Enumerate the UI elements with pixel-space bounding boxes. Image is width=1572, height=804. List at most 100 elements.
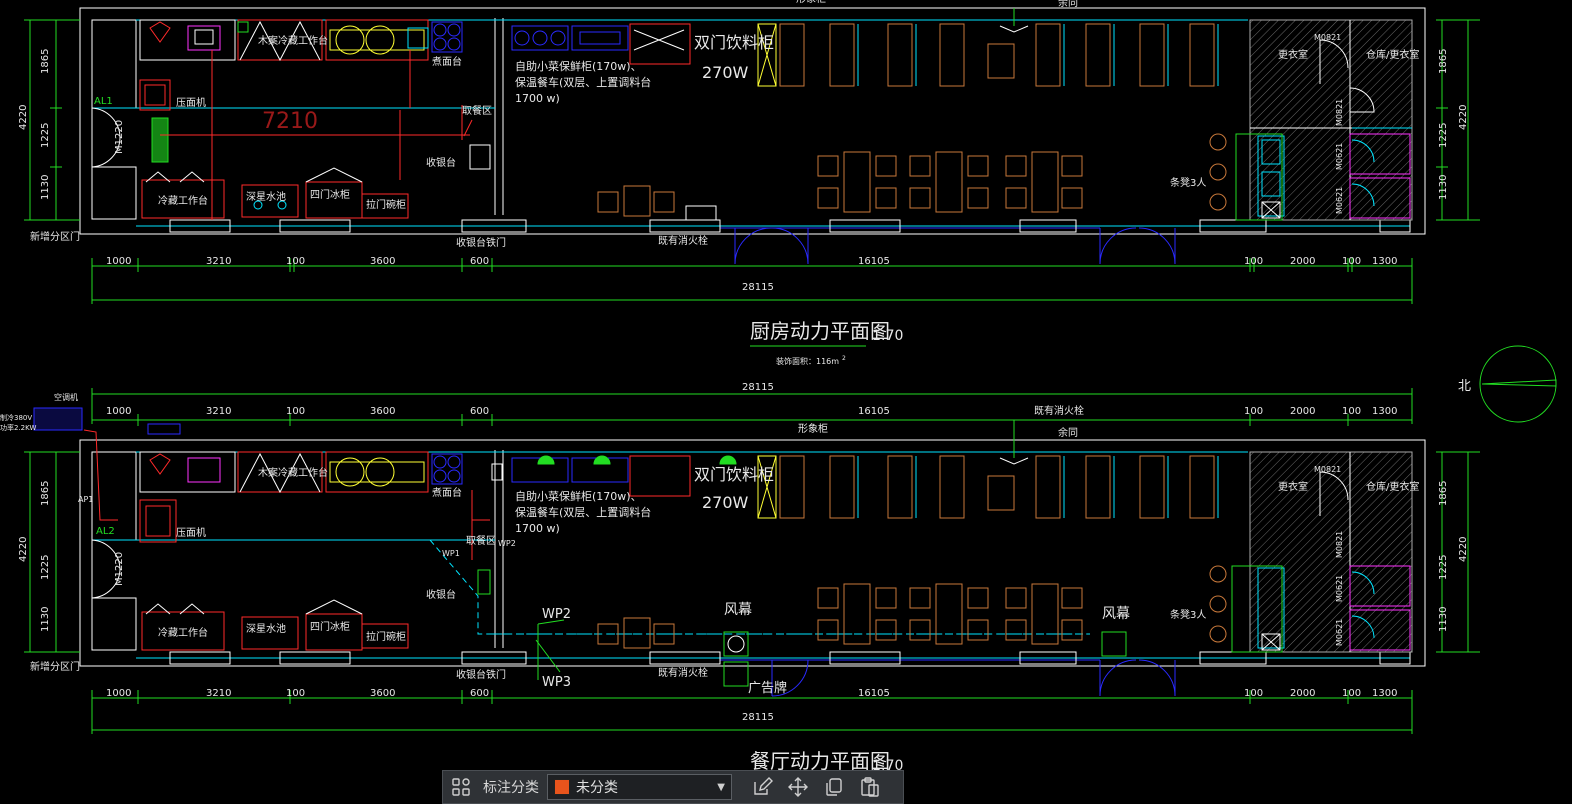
compressor-label: 空调机 [54,392,78,402]
kitchen-dimensions [24,19,1480,304]
dining-m0621a: M0621 [1335,575,1344,602]
door-m1220-label: M1220 [114,120,125,154]
dining-pickup: 取餐区 [466,534,496,547]
dining-warmer-w: 1700 w) [515,522,560,535]
edit-button[interactable] [744,771,780,803]
dining-dim-1865-right: 1865 [1438,481,1449,506]
grid-icon [452,778,470,796]
dining-bdim-3600: 3600 [370,688,395,699]
dining-m1220: M1220 [114,552,125,586]
cashier-label: 收银台 [426,156,456,169]
paste-button[interactable] [852,771,888,803]
dining-storage: 仓库/更衣室 [1366,480,1419,493]
dining-changing: 更衣室 [1278,480,1308,493]
cashier-door-label: 收银台铁门 [456,236,506,249]
dining-sink-wash: 木案冷藏工作台 [258,466,328,479]
dining-bdim-600: 600 [470,688,489,699]
noodle-station-label: 煮面台 [432,55,462,68]
press-label: 压面机 [176,96,206,109]
cold-station-label: 冷藏工作台 [158,194,208,207]
kitchen-subtitle: 装饰面积：116m [776,356,839,366]
dining-dim-600: 600 [470,406,489,417]
rest-label: 余同 [1058,0,1078,9]
kitchen-plan [79,7,1426,265]
kitchen-scale: 1:70 [872,328,903,344]
warmer-label: 保温餐车(双层、上置调料台 [515,75,651,89]
dining-noodle: 煮面台 [432,486,462,499]
dining-dim-100: 100 [286,406,305,417]
storage-label: 仓库/更衣室 [1366,48,1419,61]
air-curtain-a-label: 风幕 [724,602,752,618]
dim-1000: 1000 [106,256,131,267]
dining-dim-100b: 100 [1244,406,1263,417]
dining-seating: 条凳3人 [1170,608,1206,621]
dining-press: 压面机 [176,526,206,539]
dining-title: 餐厅动力平面图 [750,749,890,773]
dining-drink-cabinet: 双门饮料柜 [694,465,774,484]
dining-bdim-3210: 3210 [206,688,231,699]
edit-icon [754,777,773,795]
category-select[interactable]: 未分类 ▼ [547,774,732,800]
dining-bdim-16105: 16105 [858,688,890,699]
dim-3210: 3210 [206,256,231,267]
wp1-label: WP1 [442,549,460,558]
dining-bdim-1300: 1300 [1372,688,1397,699]
dim-2000: 2000 [1290,256,1315,267]
annotation-category-label: 标注分类 [483,780,539,796]
dining-new-door: 新增分区门 [30,660,80,673]
dining-bdim-100c: 100 [1342,688,1361,699]
kitchen-dim-1130-right: 1130 [1438,175,1449,200]
dining-m0821b: M0821 [1335,531,1344,558]
dining-cold: 冷藏工作台 [158,626,208,639]
dining-cashier: 收银台 [426,588,456,601]
al2-label: AL2 [96,526,115,537]
kitchen-title: 厨房动力平面图 [750,319,890,343]
fourdoor-fridge-label: 四门冰柜 [310,188,350,201]
deep-sink-label: 深星水池 [246,190,286,203]
dining-bdim-100: 100 [286,688,305,699]
m0821b-label: M0821 [1335,99,1344,126]
dining-plan [33,407,1426,697]
category-color-swatch [554,779,570,795]
dining-m0621b: M0621 [1335,619,1344,646]
dining-dim-100c: 100 [1342,406,1361,417]
kitchen-tables [597,133,1227,217]
dining-dim-3210: 3210 [206,406,231,417]
dining-bdim-100b: 100 [1244,688,1263,699]
grid-button[interactable] [443,771,479,803]
m0621a-label: M0621 [1335,143,1344,170]
dim-100b: 100 [1244,256,1263,267]
dining-m0821a: M0821 [1314,465,1341,474]
wp2b-label: WP2 [498,539,516,548]
self-service-label: 自助小菜保鲜柜(170w)、 [515,59,642,73]
copy-button[interactable] [816,771,852,803]
dining-total-dim: 28115 [742,382,774,393]
kitchen-dim-7210: 7210 [262,109,318,134]
dining-power: 270W [702,493,749,512]
new-door-label: 新增分区门 [30,230,80,243]
copy-icon [826,778,842,796]
dining-dim-1130-right: 1130 [1438,607,1449,632]
fire-hydrant-label: 既有消火栓 [658,234,708,247]
category-select-value: 未分类 [576,780,618,796]
dining-self-service: 自助小菜保鲜柜(170w)、 [515,489,642,503]
dining-dim-1130: 1130 [40,607,51,632]
seating-label: 条凳3人 [1170,176,1206,189]
kitchen-booths [779,23,1215,87]
dining-dim-1225-right: 1225 [1438,555,1449,580]
dining-outer-wall [79,439,1426,667]
move-button[interactable] [780,771,816,803]
compressor-note1: 制冷380V [0,413,32,422]
dim-total: 28115 [742,282,774,293]
dining-dim-16105: 16105 [858,406,890,417]
pickup-label: 取餐区 [462,104,492,117]
north-arrow: 北 [1458,345,1557,423]
twodoor-label: 拉门碗柜 [366,198,406,211]
annotation-toolbar: 标注分类 未分类 ▼ [442,770,904,804]
dining-fire-hydrant-top: 既有消火栓 [1034,404,1084,417]
billboard-label: 广告牌 [748,680,787,696]
north-label: 北 [1458,379,1471,394]
ap1-label: AP1 [78,495,93,504]
dim-1300: 1300 [1372,256,1397,267]
